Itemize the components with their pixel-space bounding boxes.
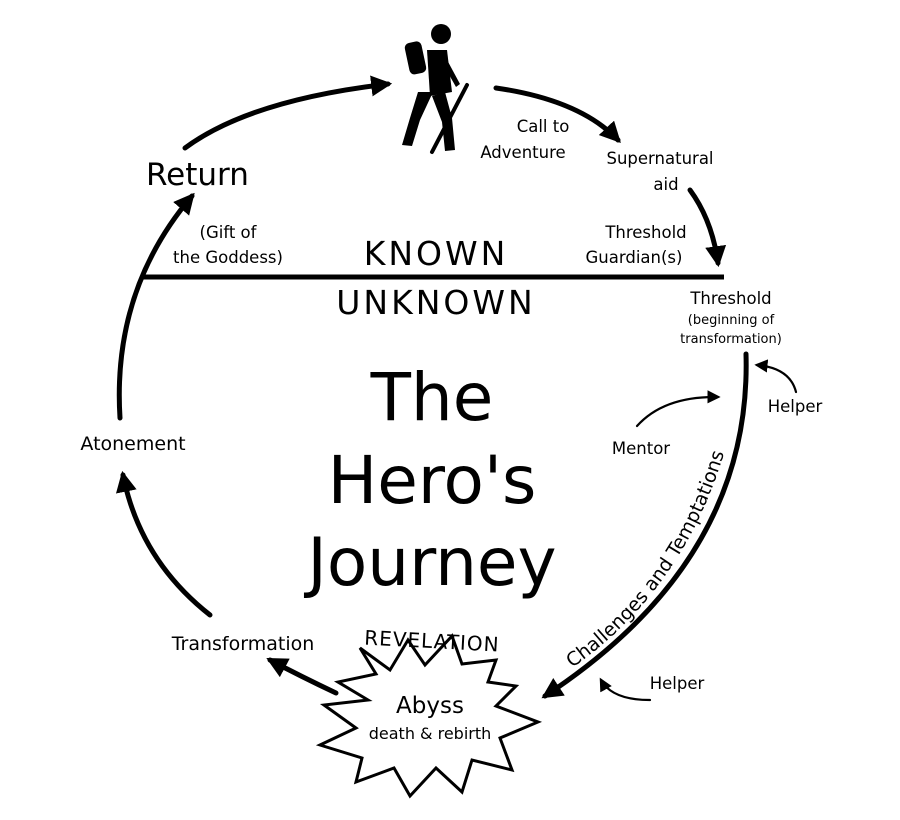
- arrow-hero-to-supernatural: [493, 85, 621, 144]
- arrow-challenges-to-abyss: [541, 351, 749, 699]
- title-line2: Hero's: [328, 442, 537, 519]
- threshold-sub-line2: transformation): [680, 332, 782, 347]
- unknown-label: UNKNOWN: [336, 283, 535, 322]
- arrow-atonement-to-return: [116, 192, 195, 421]
- arrow-return-to-hero: [182, 75, 393, 151]
- atonement-label: Atonement: [80, 433, 185, 455]
- known-label: KNOWN: [364, 234, 509, 273]
- title-line3: Journey: [303, 524, 556, 601]
- abyss-sub-label: death & rebirth: [369, 724, 492, 743]
- arrow-transformation-to-atonement: [116, 470, 213, 618]
- return-label: Return: [146, 157, 249, 193]
- call-to-adventure-line2: Adventure: [480, 143, 565, 162]
- threshold-guardians-line2: Guardian(s): [586, 248, 683, 267]
- gift-label-line2: the Goddess): [173, 248, 283, 267]
- supernatural-aid-line1: Supernatural: [606, 149, 713, 168]
- threshold-label: Threshold: [689, 289, 771, 308]
- supernatural-aid-line2: aid: [653, 175, 678, 194]
- transformation-label: Transformation: [171, 633, 315, 655]
- abyss-starburst: [315, 633, 543, 799]
- arrow-helper-bottom: [599, 677, 652, 702]
- mentor-label: Mentor: [612, 439, 670, 458]
- threshold-guardians-line1: Threshold: [604, 223, 686, 242]
- gift-label-line1: (Gift of: [200, 223, 258, 242]
- arrow-helper-top: [754, 359, 798, 394]
- helper-top-label: Helper: [768, 397, 823, 416]
- arrow-to-threshold: [687, 187, 727, 268]
- title-line1: The: [370, 359, 494, 436]
- arrow-abyss-to-transformation: [266, 657, 339, 696]
- hiker-icon: [402, 24, 469, 154]
- call-to-adventure-line1: Call to: [517, 117, 570, 136]
- challenges-label: Challenges and Temptations: [562, 448, 729, 672]
- abyss-label: Abyss: [396, 693, 464, 719]
- threshold-sub-line1: (beginning of: [688, 313, 775, 328]
- helper-bottom-label: Helper: [650, 674, 705, 693]
- revelation-label: REVELATION: [364, 625, 500, 656]
- arrow-mentor: [635, 390, 721, 428]
